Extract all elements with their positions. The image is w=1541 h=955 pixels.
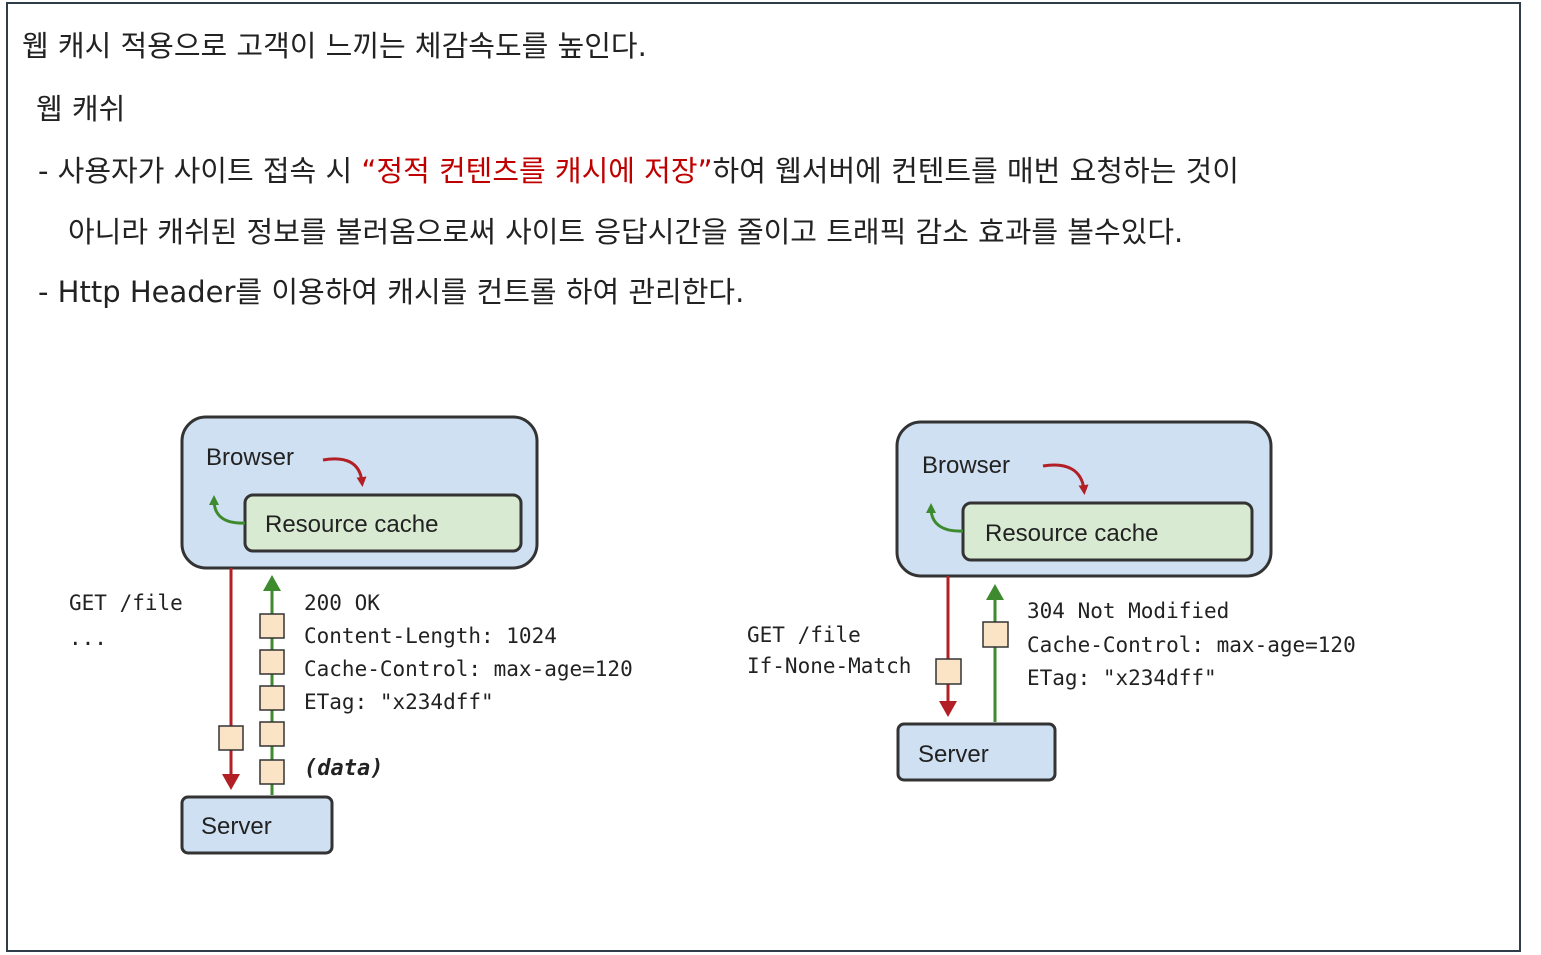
request-line: If-None-Match — [747, 654, 911, 678]
request-line: GET /file — [747, 623, 861, 647]
response-line: Cache-Control: max-age=120 — [1027, 633, 1356, 657]
response-packet — [259, 613, 285, 639]
request-line: ... — [69, 626, 107, 650]
request-packet — [218, 725, 244, 751]
bullet-1-line-2: 아니라 캐쉬된 정보를 불러옴으로써 사이트 응답시간을 줄이고 트래픽 감소 … — [68, 215, 1184, 249]
bullet-1-highlight: “정적 컨텐츠를 캐시에 저장” — [361, 154, 713, 188]
diagram-right: Browser Resource cache GET /file If-None… — [747, 420, 1356, 782]
response-line: ETag: "x234dff" — [1027, 666, 1217, 690]
browser-label: Browser — [922, 452, 1010, 479]
bullet-1: - 사용자가 사이트 접속 시 “정적 컨텐츠를 캐시에 저장”하여 웹서버에 … — [38, 153, 1239, 189]
bullet-2: - Http Header를 이용하여 캐시를 컨트롤 하여 관리한다. — [38, 275, 745, 309]
response-packet — [982, 621, 1009, 648]
response-line: Cache-Control: max-age=120 — [304, 657, 633, 681]
resource-cache-label: Resource cache — [985, 520, 1158, 547]
response-packet — [259, 649, 285, 675]
response-packet — [259, 721, 285, 747]
data-label: (data) — [304, 756, 383, 781]
response-line: ETag: "x234dff" — [304, 690, 494, 714]
page-heading: 웹 캐시 적용으로 고객이 느끼는 체감속도를 높인다. — [22, 29, 647, 63]
request-packet — [935, 658, 962, 685]
response-packet — [259, 759, 285, 785]
cache-read-arrow — [209, 495, 246, 525]
section-title: 웹 캐쉬 — [36, 92, 126, 126]
request-line: GET /file — [69, 591, 183, 615]
diagram-left: Browser Resource cache GET /file ... 200… — [69, 415, 633, 855]
bullet-1-prefix: - 사용자가 사이트 접속 시 — [38, 154, 362, 188]
server-label: Server — [918, 741, 989, 768]
cache-store-arrow — [322, 457, 367, 487]
response-line: Content-Length: 1024 — [304, 624, 557, 648]
response-line: 304 Not Modified — [1027, 599, 1229, 623]
cache-store-arrow — [1042, 463, 1089, 495]
server-box — [896, 722, 1057, 782]
resource-cache-label: Resource cache — [265, 511, 438, 538]
browser-label: Browser — [206, 444, 294, 471]
server-box — [180, 795, 334, 855]
response-line: 200 OK — [304, 591, 380, 615]
cache-read-arrow — [926, 503, 964, 533]
response-packet — [259, 685, 285, 711]
server-label: Server — [201, 813, 272, 840]
bullet-1-suffix: 하여 웹서버에 컨텐트를 매번 요청하는 것이 — [712, 154, 1239, 188]
